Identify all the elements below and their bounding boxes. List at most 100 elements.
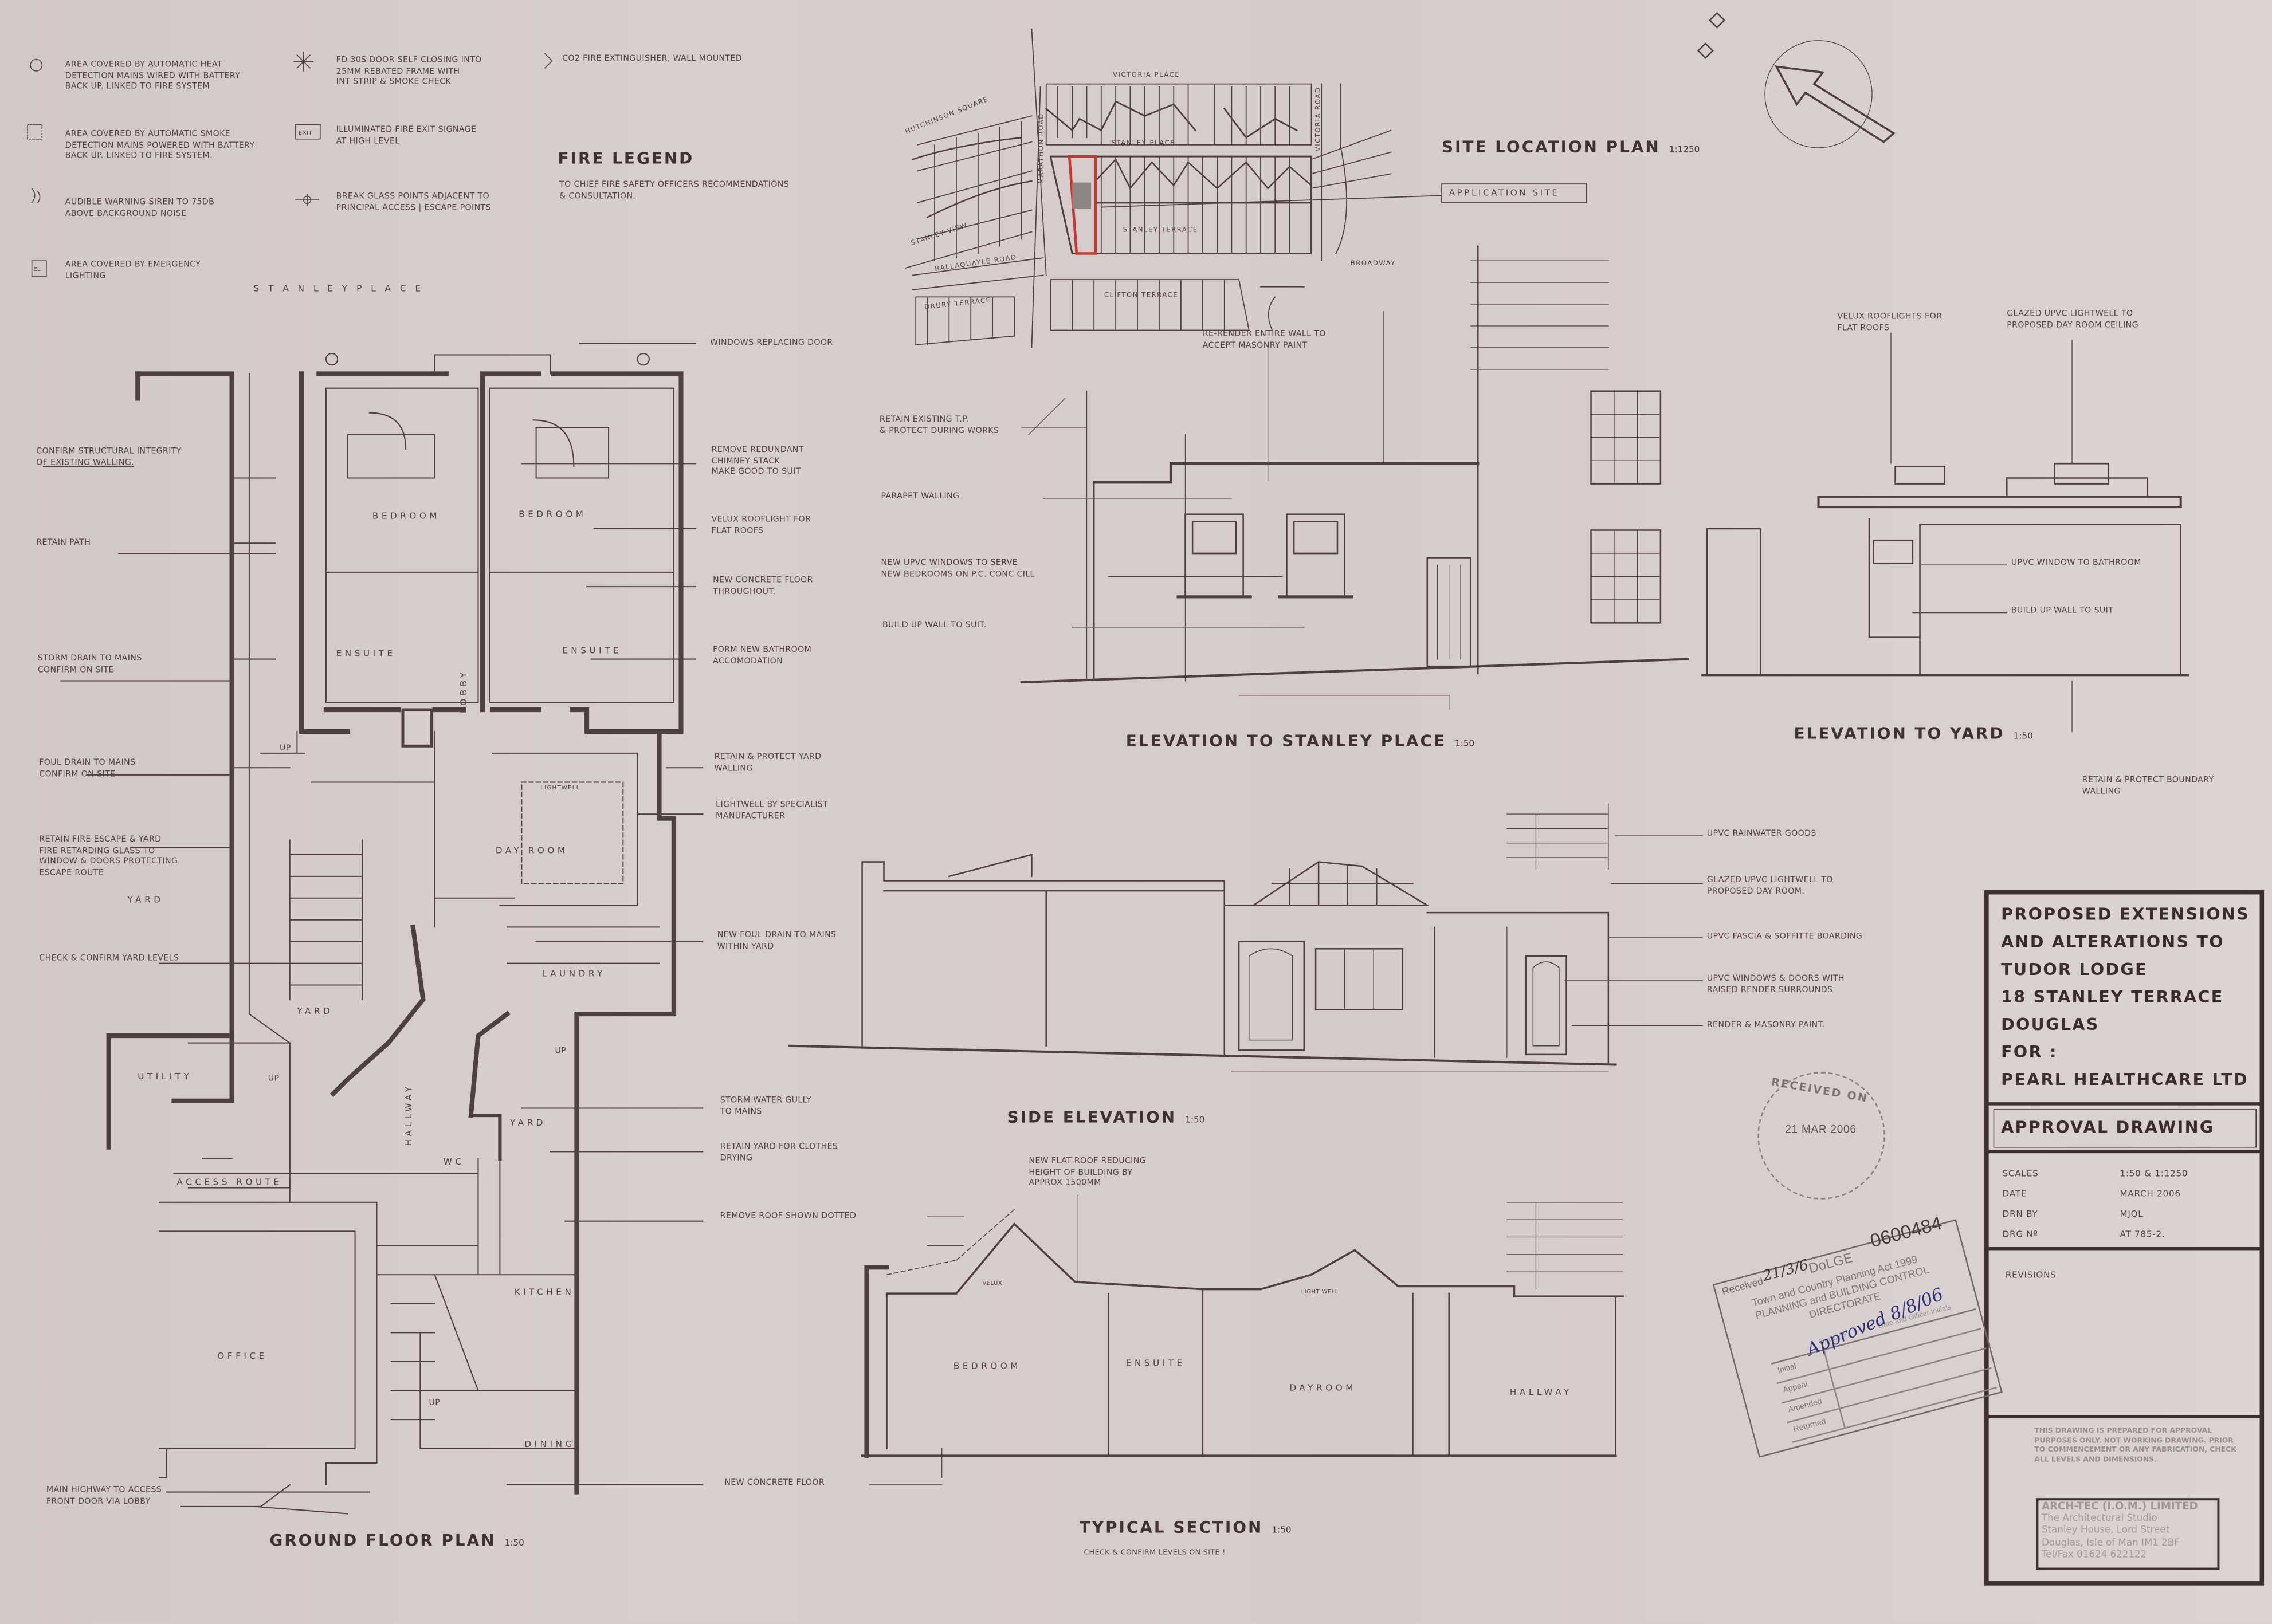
plan-note: MAIN HIGHWAY TO ACCESS FRONT DOOR VIA LO… [46,1486,162,1506]
room-label: YARD [510,1118,547,1128]
heat-detector-icon [30,58,43,72]
break-glass-icon [295,194,320,206]
scale-label: 1:50 [1272,1525,1292,1536]
scale-label: 1:50 [504,1538,524,1549]
site-location-plan-linework [905,28,1587,348]
elevation-note: UPVC RAINWATER GOODS [1706,829,1816,839]
street-label: VICTORIA PLACE [1113,72,1180,80]
room-label: ACCESS ROUTE [176,1177,282,1188]
elevation-title: ELEVATION TO STANLEY PLACE 1:50 [1126,732,1474,750]
smoke-detector-icon [27,124,43,140]
room-label: UTILITY [138,1072,193,1082]
application-site-building [1072,182,1092,209]
room-label: BEDROOM [519,510,587,520]
elevation-note: GLAZED UPVC LIGHTWELL TO PROPOSED DAY RO… [2007,310,2138,330]
elevation-note: RETAIN EXISTING T.P. & PROTECT DURING WO… [879,415,999,436]
room-label: ENSUITE [1125,1358,1186,1369]
room-label: WC [443,1157,465,1168]
elevation-note: VELUX ROOFLIGHTS FOR FLAT ROOFS [1837,313,1943,333]
siren-icon [31,187,41,204]
fire-legend-item: CO2 FIRE EXTINGUISHER, WALL MOUNTED [562,55,743,64]
typical-section-linework [861,1194,1624,1485]
title-block-frame [1984,890,2265,1586]
plan-note: CHECK & CONFIRM YARD LEVELS [39,954,179,964]
plan-note: FORM NEW BATHROOM ACCOMODATION [713,646,812,666]
scale-label: 1:1250 [1669,144,1700,155]
room-label: DAY ROOM [495,846,568,856]
field-value: MARCH 2006 [2120,1189,2181,1200]
street-label: STANLEY TERRACE [1123,227,1198,235]
plan-note: REMOVE REDUNDANT CHIMNEY STACK MAKE GOOD… [711,446,804,477]
section-subtitle: CHECK & CONFIRM LEVELS ON SITE ! [1084,1548,1226,1558]
room-label: KITCHEN [514,1288,575,1298]
practice-details: ARCH-TEC (I.O.M.) LIMITED The Architectu… [2041,1500,2219,1560]
plan-note: STORM WATER GULLY TO MAINS [720,1096,812,1116]
room-label: ENSUITE [336,648,396,659]
plan-note: CONFIRM STRUCTURAL INTEGRITY OF EXISTING… [36,447,182,467]
section-title: TYPICAL SECTION 1:50 [1080,1518,1292,1537]
fire-legend-title: FIRE LEGEND [558,149,694,168]
emergency-light-icon [31,260,47,277]
field-label: DRG Nº [2002,1229,2038,1240]
received-date: 21 MAR 2006 [1785,1122,1857,1136]
emergency-light-symbol-label: EL [33,265,41,273]
field-label: SCALES [2002,1169,2039,1179]
field-label: DATE [2002,1189,2027,1200]
side-elevation-linework [788,803,1703,1072]
fire-legend-item: ILLUMINATED FIRE EXIT SIGNAGE AT HIGH LE… [336,125,477,146]
elevation-note: RETAIN & PROTECT BOUNDARY WALLING [2082,776,2214,796]
fire-legend-symbols [27,52,553,277]
fire-legend-item: AREA COVERED BY EMERGENCY LIGHTING [65,261,201,281]
exit-symbol-label: EXIT [298,129,312,136]
elevation-note: BUILD UP WALL TO SUIT [2011,607,2114,616]
street-label: VICTORIA ROAD [1316,86,1323,152]
elevation-note: UPVC WINDOWS & DOORS WITH RAISED RENDER … [1706,974,1845,995]
elevation-note: BUILD UP WALL TO SUIT. [882,621,987,630]
title-text: ELEVATION TO STANLEY PLACE [1125,731,1446,750]
revisions-label: REVISIONS [2005,1270,2057,1281]
project-line: PROPOSED EXTENSIONS [2001,905,2250,925]
fire-legend-item: AUDIBLE WARNING SIREN TO 75DB ABOVE BACK… [65,198,215,218]
title-text: SIDE ELEVATION [1007,1108,1177,1127]
project-line: AND ALTERATIONS TO [2001,933,2224,952]
fire-legend-item: BREAK GLASS POINTS ADJACENT TO PRINCIPAL… [336,192,491,213]
room-label: DINING [524,1440,575,1450]
room-label: LAUNDRY [541,969,606,980]
practice-line: Tel/Fax 01624 622122 [2041,1548,2147,1560]
street-label: MARATHON ROAD [1039,113,1046,184]
stair-up-label: UP [280,744,291,753]
plan-note: STORM DRAIN TO MAINS CONFIRM ON SITE [37,654,142,675]
street-label: CLIFTON TERRACE [1104,292,1179,300]
scale-label: 1:50 [1455,738,1475,749]
plan-note: RETAIN YARD FOR CLOTHES DRYING [720,1143,838,1163]
fire-legend-item: AREA COVERED BY AUTOMATIC SMOKE DETECTIO… [65,130,255,162]
fire-legend-item: AREA COVERED BY AUTOMATIC HEAT DETECTION… [65,61,241,92]
received-on-stamp: RECEIVED ON 21 MAR 2006 [1757,1072,1885,1200]
plan-note: NEW FOUL DRAIN TO MAINS WITHIN YARD [717,931,837,951]
title-text: TYPICAL SECTION [1079,1518,1263,1537]
project-line: TUDOR LODGE [2001,960,2148,980]
project-line: 18 STANLEY TERRACE [2001,988,2224,1007]
street-label: S T A N L E Y P L A C E [253,284,424,294]
ground-floor-plan-details [42,343,704,1515]
elevation-note: UPVC FASCIA & SOFFITTE BOARDING [1706,933,1863,942]
field-value: AT 785-2. [2120,1229,2165,1240]
room-label: HALLWAY [1509,1387,1572,1398]
plan-note: FOUL DRAIN TO MAINS CONFIRM ON SITE [39,759,136,779]
elevation-yard-linework [1701,332,2189,732]
room-label: BEDROOM [953,1361,1022,1372]
disclaimer: THIS DRAWING IS PREPARED FOR APPROVAL PU… [2034,1426,2236,1464]
room-label: LIGHTWELL [540,784,580,791]
room-label: LOBBY [459,669,470,714]
practice-line: Douglas, Isle of Man IM1 2BF [2041,1536,2180,1548]
street-label: BROADWAY [1350,261,1396,268]
room-label: OFFICE [217,1351,268,1362]
room-label: DAYROOM [1289,1383,1356,1394]
application-site-outline [1068,155,1097,255]
project-line: PEARL HEALTHCARE LTD [2001,1070,2249,1090]
